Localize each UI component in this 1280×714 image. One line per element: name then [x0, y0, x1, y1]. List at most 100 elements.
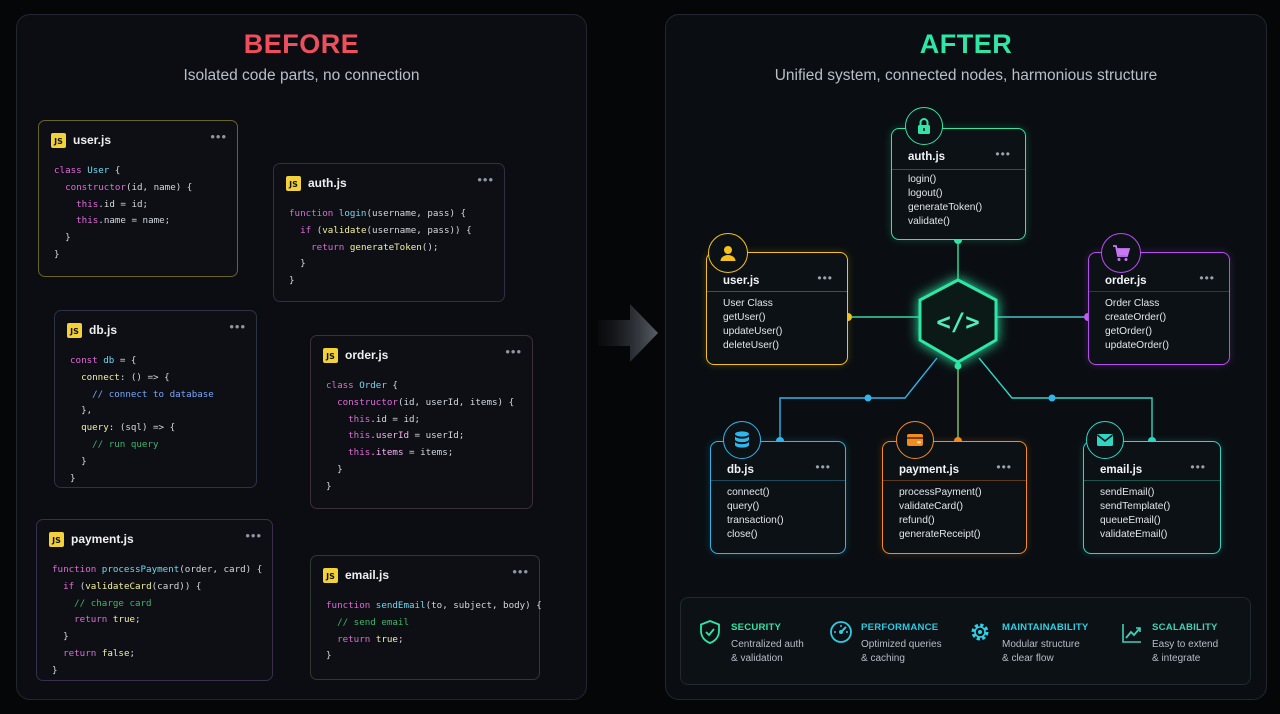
js-badge-icon: JS [323, 568, 338, 583]
lock-icon [905, 107, 943, 145]
node-item: User Class [723, 298, 773, 309]
feature-desc-line1: Modular structure [1002, 639, 1080, 650]
after-subtitle: Unified system, connected nodes, harmoni… [774, 67, 1158, 84]
node-items: sendEmail()sendTemplate()queueEmail()val… [1100, 486, 1170, 542]
more-options-icon[interactable]: ••• [477, 172, 494, 187]
code-line: } [326, 480, 332, 492]
more-options-icon[interactable]: ••• [995, 147, 1011, 161]
feature-scalability: SCALABILITY Easy to extend & integrate [1121, 598, 1246, 684]
node-items: login()logout()generateToken()validate() [908, 173, 982, 229]
code-line: // send email [337, 616, 409, 628]
feature-desc-line2: & caching [861, 653, 905, 664]
node-auth: auth.js ••• login()logout()generateToken(… [891, 128, 1026, 240]
more-options-icon[interactable]: ••• [817, 271, 833, 285]
more-options-icon[interactable]: ••• [245, 528, 262, 543]
code-line: this.name = name; [76, 215, 171, 227]
growth-chart-icon [1122, 624, 1141, 643]
node-item: processPayment() [899, 487, 982, 498]
code-block: const db = { connect: () => { // connect… [70, 353, 214, 487]
hub-code-icon: </> [936, 308, 979, 336]
code-line: // charge card [74, 597, 152, 609]
js-badge-icon: JS [67, 323, 82, 338]
code-card-order: JS order.js ••• class Order { constructor(… [310, 335, 533, 509]
more-options-icon[interactable]: ••• [815, 460, 831, 474]
node-payment: payment.js••• processPayment()validateCa… [882, 441, 1027, 554]
connector-dot [1048, 394, 1056, 402]
code-block: function login(username, pass) { if (val… [289, 206, 472, 290]
link-db [779, 357, 938, 442]
code-line: // connect to database [92, 388, 214, 400]
code-line: class User { [54, 165, 121, 176]
code-card-email: JS email.js ••• function sendEmail(to, sub… [310, 555, 542, 680]
node-item: refund() [899, 515, 935, 526]
more-options-icon[interactable]: ••• [229, 319, 246, 334]
node-item: connect() [727, 487, 770, 498]
code-block: function processPayment(order, card) { i… [52, 562, 262, 680]
code-line: } [326, 650, 332, 662]
js-badge-icon: JS [51, 133, 66, 148]
node-item: close() [727, 529, 758, 540]
gear-icon [971, 623, 989, 641]
feature-title: SCALABILITY [1152, 622, 1218, 633]
feature-desc-line2: & integrate [1152, 653, 1201, 664]
hub-hexagon [918, 278, 998, 364]
code-card-filename: email.js [345, 568, 390, 582]
js-badge-icon: JS [323, 348, 338, 363]
code-line: return false; [63, 647, 136, 659]
connector-dot [864, 394, 872, 402]
code-line: this.items = items; [348, 447, 454, 459]
code-card-db: JS db.js ••• const db = { connect: () => {… [54, 310, 257, 488]
code-line: } [289, 275, 295, 287]
node-filename: auth.js [908, 151, 946, 163]
envelope-icon [1086, 421, 1124, 459]
node-item: updateOrder() [1105, 340, 1169, 351]
cart-icon [1101, 233, 1141, 273]
code-card-filename: db.js [89, 323, 118, 337]
code-line: return true; [337, 633, 404, 645]
code-line: } [54, 248, 60, 260]
code-line: return true; [74, 614, 141, 626]
feature-desc-line1: Easy to extend [1152, 639, 1219, 650]
before-title: BEFORE [243, 29, 360, 59]
code-card-filename: order.js [345, 348, 389, 362]
node-item: deleteUser() [723, 340, 780, 351]
node-item: logout() [908, 188, 943, 199]
code-line: } [289, 258, 306, 270]
code-line: this.id = id; [348, 413, 421, 425]
more-options-icon[interactable]: ••• [1190, 460, 1206, 474]
js-badge-icon: JS [49, 532, 64, 547]
node-item: validate() [908, 216, 950, 227]
user-icon [708, 233, 748, 273]
feature-bar: SECURITY Centralized auth & validation P… [680, 597, 1251, 685]
more-options-icon[interactable]: ••• [512, 564, 529, 579]
code-line: if (validate(username, pass)) { [300, 224, 472, 236]
database-icon [723, 421, 761, 459]
link-email [978, 357, 1153, 442]
code-block: class Order { constructor(id, userId, it… [326, 378, 514, 496]
more-options-icon[interactable]: ••• [996, 460, 1012, 474]
more-options-icon[interactable]: ••• [505, 344, 522, 359]
node-item: Order Class [1105, 298, 1160, 309]
code-line: return generateToken(); [311, 241, 439, 253]
node-item: sendEmail() [1100, 487, 1155, 498]
more-options-icon[interactable]: ••• [210, 129, 227, 144]
code-line: } [54, 232, 71, 244]
node-item: query() [727, 501, 760, 512]
feature-desc-line1: Centralized auth [731, 639, 804, 650]
node-filename: payment.js [899, 464, 960, 476]
code-card-filename: auth.js [308, 176, 347, 190]
js-badge-icon: JS [286, 176, 301, 191]
node-email: email.js••• sendEmail()sendTemplate()que… [1083, 441, 1221, 554]
more-options-icon[interactable]: ••• [1199, 271, 1215, 285]
code-line: function sendEmail(to, subject, body) { [326, 600, 542, 611]
node-item: validateEmail() [1100, 529, 1168, 540]
connector-dot [954, 362, 962, 370]
code-card-filename: payment.js [71, 532, 134, 546]
code-line: constructor(id, name) { [65, 181, 193, 193]
feature-title: SECURITY [731, 622, 782, 633]
